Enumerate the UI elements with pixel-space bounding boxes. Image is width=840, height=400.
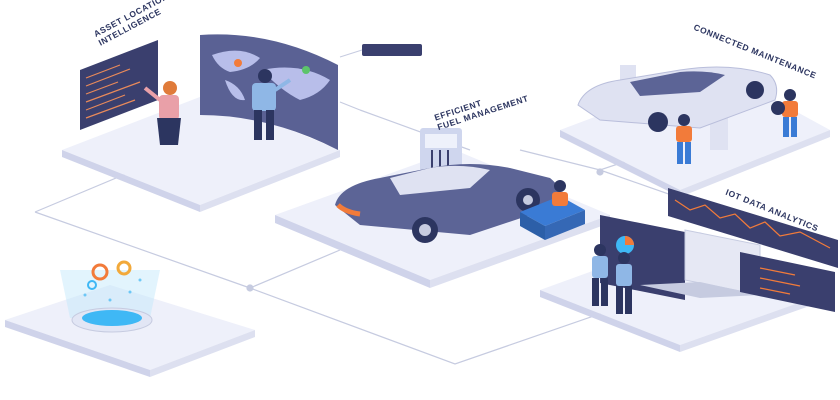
fuel-pump-icon (420, 128, 462, 172)
connector-lines (34, 101, 701, 365)
car-icon (335, 164, 562, 243)
platform-connected-maintenance (560, 65, 830, 197)
person-icon (552, 180, 568, 206)
code-screen-icon (80, 40, 158, 130)
person-icon (252, 69, 292, 140)
chart-screen-icon (668, 188, 838, 268)
person-icon (676, 114, 692, 164)
car-icon (577, 66, 778, 132)
platform-asset-location (62, 34, 422, 212)
gear-icon (87, 260, 132, 290)
platform-hologram (5, 260, 255, 377)
person-icon (771, 89, 798, 137)
person-icon (616, 252, 632, 314)
person-icon (592, 244, 608, 306)
platform-iot-analytics (540, 188, 838, 352)
person-icon (143, 81, 181, 145)
platform-fuel-management (275, 128, 610, 288)
